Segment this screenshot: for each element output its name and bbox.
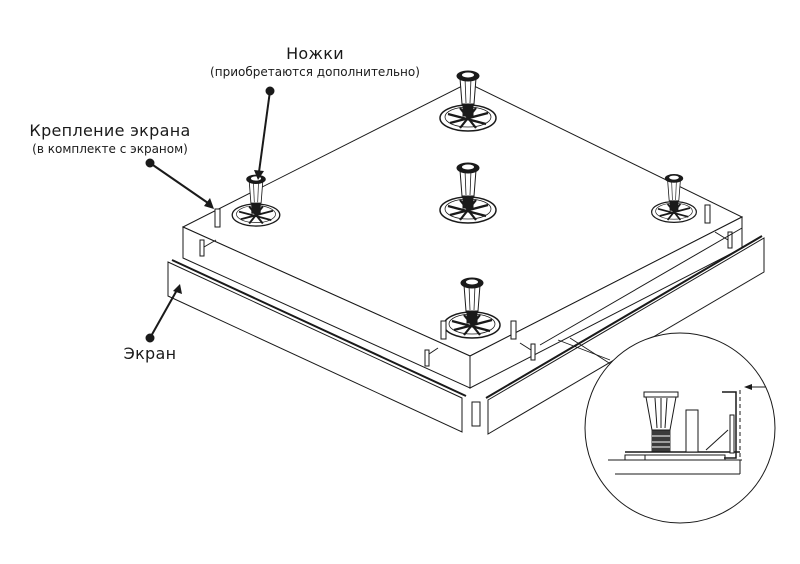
screen-panels [167, 227, 765, 435]
leg-thread [462, 195, 474, 209]
detail-leg-thread [651, 429, 671, 453]
screen-mount-label: Крепление экрана (в комплекте с экраном) [0, 121, 220, 156]
screen-mount-label-note: (в комплекте с экраном) [32, 142, 188, 156]
leader-small [519, 342, 532, 351]
screen-left [167, 261, 463, 433]
leg-thread [462, 103, 474, 117]
side-clip [530, 343, 536, 361]
leg [650, 173, 698, 224]
screen-label-title: Экран [123, 344, 177, 363]
leader-small [203, 239, 217, 248]
legs-leader [258, 90, 271, 173]
leg-rib [468, 284, 471, 311]
screen-right-inner [539, 227, 743, 346]
leg-rib [253, 180, 255, 203]
leg-base-ribs [657, 203, 691, 221]
detail-mount-profile [722, 391, 737, 459]
leg-rib [671, 179, 673, 201]
leg-rib [464, 169, 467, 196]
screen-right [487, 237, 765, 435]
callouts [145, 86, 275, 343]
side-clip [199, 239, 205, 257]
leader-small [714, 231, 729, 241]
leg-cap-top [669, 175, 679, 180]
legs-label: Ножки (приобретаются дополнительно) [206, 44, 424, 79]
legs [231, 70, 698, 339]
leg-rib [469, 169, 472, 196]
legs-label-title: Ножки [286, 44, 344, 63]
leg-rib [464, 77, 467, 104]
side-clip [424, 349, 430, 367]
leg [231, 174, 281, 227]
leg-base-ribs [447, 107, 489, 129]
leg-thread [251, 202, 261, 214]
screen-right-edge [485, 235, 763, 399]
leg-cap-top [462, 72, 474, 78]
detail-plate-foot [644, 454, 726, 461]
leg-rib [675, 179, 677, 201]
leg [439, 70, 497, 132]
detail-plate-foot [624, 454, 646, 461]
leg-body [463, 284, 481, 312]
screen-mounts [214, 204, 711, 340]
leg-base-ribs [447, 199, 489, 221]
screen-mount-bracket [704, 204, 711, 224]
leg-body [667, 179, 681, 202]
screen-leader-arrow [173, 284, 182, 294]
detail-circle [584, 332, 776, 524]
leg-base-ribs [451, 314, 493, 336]
leg-body [459, 77, 477, 105]
screen-mount-bracket [214, 208, 221, 228]
legs-leader-dot [265, 86, 275, 96]
leg-cap-top [466, 279, 478, 285]
leg [439, 162, 497, 224]
screen-corner [471, 401, 481, 427]
detail-arrow-head [744, 384, 752, 390]
leg-base-ribs [238, 205, 274, 225]
leg-rib [469, 77, 472, 104]
screen-label: Экран [110, 344, 190, 363]
legs-label-note: (приобретаются дополнительно) [210, 65, 420, 79]
mount-leader-dot [145, 158, 155, 168]
detail-mount-strip [729, 414, 735, 454]
detail-leg-rib [664, 397, 668, 429]
leader-small [428, 347, 439, 355]
screen-mount-bracket [440, 320, 447, 340]
leg-cap-top [462, 164, 474, 170]
screen-leader-dot [145, 333, 155, 343]
leg-rib [257, 180, 259, 203]
screen-left-edge [171, 259, 467, 397]
mount-leader [149, 162, 209, 204]
leg-body [248, 180, 264, 204]
detail-mount-brace [705, 429, 729, 451]
detail-leg-cap [643, 391, 679, 398]
leg [443, 277, 501, 339]
screen-leader [149, 289, 178, 339]
leg-thread [466, 310, 478, 324]
legs-leader-arrow [254, 170, 264, 180]
detail-leader [557, 339, 611, 361]
screen-mount-label-title: Крепление экрана [29, 121, 191, 140]
detail-leg-rib [654, 397, 658, 429]
mount-leader-arrow [204, 198, 214, 209]
screen-mount-bracket [510, 320, 517, 340]
leg-thread [669, 200, 679, 211]
detail-view [584, 332, 776, 524]
leg-rib [473, 284, 476, 311]
leg-body [459, 169, 477, 197]
detail-post [685, 409, 699, 453]
